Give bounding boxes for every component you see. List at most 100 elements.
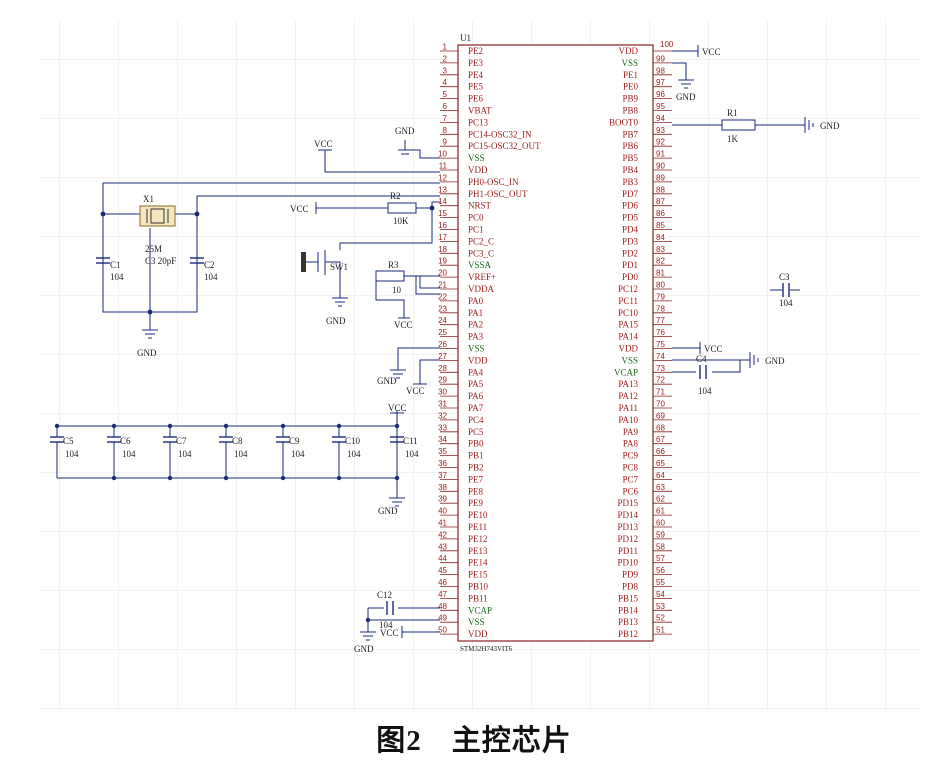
pin-number: 93 [656, 126, 665, 135]
pin-name: PA15 [618, 320, 638, 330]
pin-number: 7 [443, 114, 448, 123]
pin-name: PA7 [468, 403, 484, 413]
pin-number: 4 [443, 78, 448, 87]
pin-number: 51 [656, 626, 665, 635]
pin-name: PA8 [623, 439, 639, 449]
pin-name: PC3_C [468, 248, 494, 258]
pin-name: PD10 [617, 558, 638, 568]
pin-name: PE7 [468, 474, 484, 484]
pin-number: 85 [656, 221, 665, 230]
pin-number: 46 [438, 578, 447, 587]
pin-name: PB8 [622, 106, 638, 116]
pin-name: VREF+ [468, 272, 496, 282]
pin-name: PD8 [622, 582, 639, 592]
gnd-label-vss49: GND [354, 644, 374, 654]
pin-number: 30 [438, 388, 447, 397]
pin-name: PC12 [618, 284, 638, 294]
pin-number: 47 [438, 590, 447, 599]
crystal-x1: X1 25M C3 20pF [139, 194, 176, 266]
cap-bank-value: 104 [234, 449, 248, 459]
resistor-r1 [721, 119, 756, 131]
pin-number: 61 [656, 507, 665, 516]
pin-name: PA4 [468, 367, 484, 377]
pin-name: NRST [468, 201, 492, 211]
pin-number: 37 [438, 471, 447, 480]
resistor-r2 [387, 202, 417, 214]
pin-number: 88 [656, 185, 665, 194]
pin-name: PD11 [618, 546, 638, 556]
pin-name: PC0 [468, 213, 484, 223]
pin-number: 86 [656, 209, 665, 218]
cap-bank-value: 104 [65, 449, 79, 459]
pin-name: VDD [468, 165, 488, 175]
pin-number: 65 [656, 459, 665, 468]
pin-name: PD5 [622, 213, 639, 223]
pin-number: 19 [438, 257, 447, 266]
vcc-label-vdd11: VCC [314, 139, 333, 149]
vcc-label-capbank: VCC [388, 403, 407, 413]
pin-number: 15 [438, 209, 447, 218]
pin-name: PB13 [618, 617, 639, 627]
pin-name: PB0 [468, 439, 484, 449]
pin-name: PA14 [618, 332, 638, 342]
pin-number: 49 [438, 614, 447, 623]
pin-name: PA13 [618, 379, 638, 389]
pin-number: 26 [438, 340, 447, 349]
pin-name: PA0 [468, 296, 484, 306]
pin-name: PB12 [618, 629, 638, 639]
gnd-label-switch: GND [326, 316, 346, 326]
pin-name: BOOT0 [609, 117, 638, 127]
pin-number: 81 [656, 269, 665, 278]
pin-number: 36 [438, 459, 447, 468]
pin-name: PD3 [622, 236, 639, 246]
pin-number: 33 [438, 423, 447, 432]
pin-name: PC11 [618, 296, 638, 306]
pin-number: 58 [656, 542, 665, 551]
pin-number: 50 [438, 626, 447, 635]
pin-number: 71 [656, 388, 665, 397]
pin-name: PB9 [622, 94, 638, 104]
pin-number: 34 [438, 435, 447, 444]
pin-number: 68 [656, 423, 665, 432]
pin-name: VSS [468, 344, 485, 354]
pin-name: PD1 [622, 260, 638, 270]
pin-number: 75 [656, 340, 665, 349]
pin-number: 55 [656, 578, 665, 587]
pin-name: PD9 [622, 570, 639, 580]
vcc-label-r2: VCC [290, 204, 309, 214]
pin-number: 39 [438, 495, 447, 504]
pin-name: PE6 [468, 94, 484, 104]
pin-number: 83 [656, 245, 665, 254]
vcc-label-vdd27: VCC [406, 386, 425, 396]
pin-name: PD6 [622, 201, 639, 211]
pin-number: 87 [656, 197, 665, 206]
pin-name: VDDA [468, 284, 494, 294]
pin-name: PE12 [468, 534, 488, 544]
gnd-label-vss10: GND [395, 126, 415, 136]
pin-name: VSS [468, 153, 485, 163]
pin-name: PC15-OSC32_OUT [468, 141, 541, 151]
pin-name: PE14 [468, 558, 488, 568]
gnd-label-vss99: GND [676, 92, 696, 102]
pin-name: PE3 [468, 58, 484, 68]
pin-name: PC14-OSC32_IN [468, 129, 532, 139]
pin-name: PA10 [618, 415, 638, 425]
pin-number: 3 [443, 66, 448, 75]
pin-name: VDD [468, 355, 488, 365]
capacitor-c12 [386, 601, 394, 615]
c2-value: 104 [204, 272, 218, 282]
c3-label: C3 [779, 272, 790, 282]
crystal-frequency: 25M [145, 244, 162, 254]
pin-name: PC1 [468, 225, 484, 235]
cap-bank-value: 104 [178, 449, 192, 459]
pin-name: PA12 [618, 391, 638, 401]
pin-number: 92 [656, 138, 665, 147]
pin-name: PE0 [623, 82, 639, 92]
pin-name: PD15 [617, 498, 638, 508]
pin-name: PE9 [468, 498, 484, 508]
pin-number: 99 [656, 54, 665, 63]
gnd-label-vss26: GND [377, 376, 397, 386]
pin-name: PD12 [617, 534, 638, 544]
crystal-load-cap: C3 20pF [145, 256, 176, 266]
pin-number: 32 [438, 411, 447, 420]
